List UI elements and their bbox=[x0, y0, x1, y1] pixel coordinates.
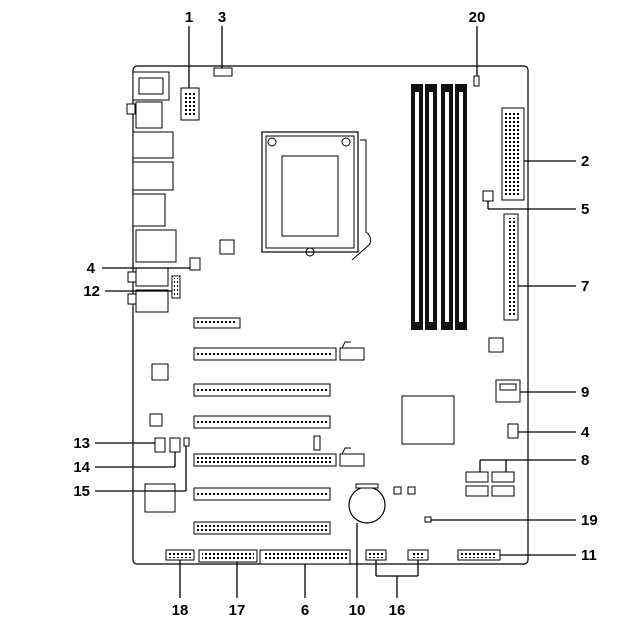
chip bbox=[219, 239, 235, 255]
header-12 bbox=[171, 275, 181, 299]
pci-slot-2 bbox=[193, 415, 331, 429]
callout-9: 9 bbox=[581, 384, 589, 401]
cpu-fan-header bbox=[213, 67, 233, 77]
callout-12: 12 bbox=[83, 283, 100, 300]
callout-14: 14 bbox=[73, 459, 90, 476]
chip bbox=[149, 413, 163, 427]
callout-4-left: 4 bbox=[87, 260, 96, 277]
pcie-x16-slot-2 bbox=[193, 447, 365, 467]
callout-4-right: 4 bbox=[581, 424, 590, 441]
callout-16: 16 bbox=[389, 602, 406, 619]
pci-slot-3 bbox=[193, 487, 331, 501]
pci-slot-1 bbox=[193, 383, 331, 397]
callout-11: 11 bbox=[581, 547, 597, 564]
header-16-a bbox=[365, 549, 387, 561]
cpu-socket bbox=[261, 131, 371, 261]
callout-6: 6 bbox=[301, 602, 309, 619]
connector-6 bbox=[259, 549, 351, 565]
cmos-battery bbox=[348, 483, 386, 524]
header-13 bbox=[154, 437, 166, 453]
callout-labels: 1 3 20 2 5 4 12 7 9 4 8 13 14 15 19 11 1… bbox=[73, 9, 597, 619]
header-14 bbox=[169, 437, 181, 453]
callout-20: 20 bbox=[469, 9, 486, 26]
callout-18: 18 bbox=[172, 602, 189, 619]
callout-1: 1 bbox=[185, 9, 193, 26]
dimm-slots bbox=[411, 84, 467, 330]
rear-io-panel bbox=[126, 71, 177, 313]
chip bbox=[313, 435, 321, 451]
fan-header-4-left bbox=[189, 257, 201, 271]
chip bbox=[144, 483, 176, 513]
fan-header-4-right bbox=[507, 423, 519, 439]
chip bbox=[407, 486, 416, 495]
pcie-x1-slot bbox=[193, 317, 241, 329]
header-11 bbox=[457, 549, 501, 561]
northbridge-chip bbox=[401, 395, 455, 445]
chip bbox=[151, 363, 169, 381]
callout-13: 13 bbox=[73, 435, 90, 452]
jumper-header-20 bbox=[473, 75, 480, 87]
connector-17 bbox=[198, 549, 258, 563]
header-18 bbox=[165, 549, 195, 561]
header-16-b bbox=[407, 549, 429, 561]
atx-12v-connector bbox=[180, 87, 200, 121]
system-fan-header-5 bbox=[482, 190, 494, 202]
callout-7: 7 bbox=[581, 278, 589, 295]
pci-slot-4 bbox=[193, 521, 331, 535]
pcie-x16-slot-1 bbox=[193, 341, 365, 361]
chip bbox=[488, 337, 504, 353]
callout-17: 17 bbox=[229, 602, 246, 619]
sata-ports bbox=[465, 471, 515, 497]
clear-cmos-jumper bbox=[424, 516, 432, 523]
chip bbox=[393, 486, 402, 495]
ide-connector bbox=[503, 213, 519, 321]
callout-19: 19 bbox=[581, 512, 598, 529]
callout-3: 3 bbox=[218, 9, 226, 26]
leader-lines bbox=[95, 26, 576, 598]
callout-8: 8 bbox=[581, 452, 589, 469]
callout-10: 10 bbox=[349, 602, 366, 619]
atx-24pin-connector bbox=[501, 107, 525, 201]
callout-2: 2 bbox=[581, 153, 589, 170]
callout-5: 5 bbox=[581, 201, 589, 218]
callout-15: 15 bbox=[73, 483, 90, 500]
jumper-15 bbox=[183, 437, 190, 447]
connector-9 bbox=[495, 379, 521, 403]
